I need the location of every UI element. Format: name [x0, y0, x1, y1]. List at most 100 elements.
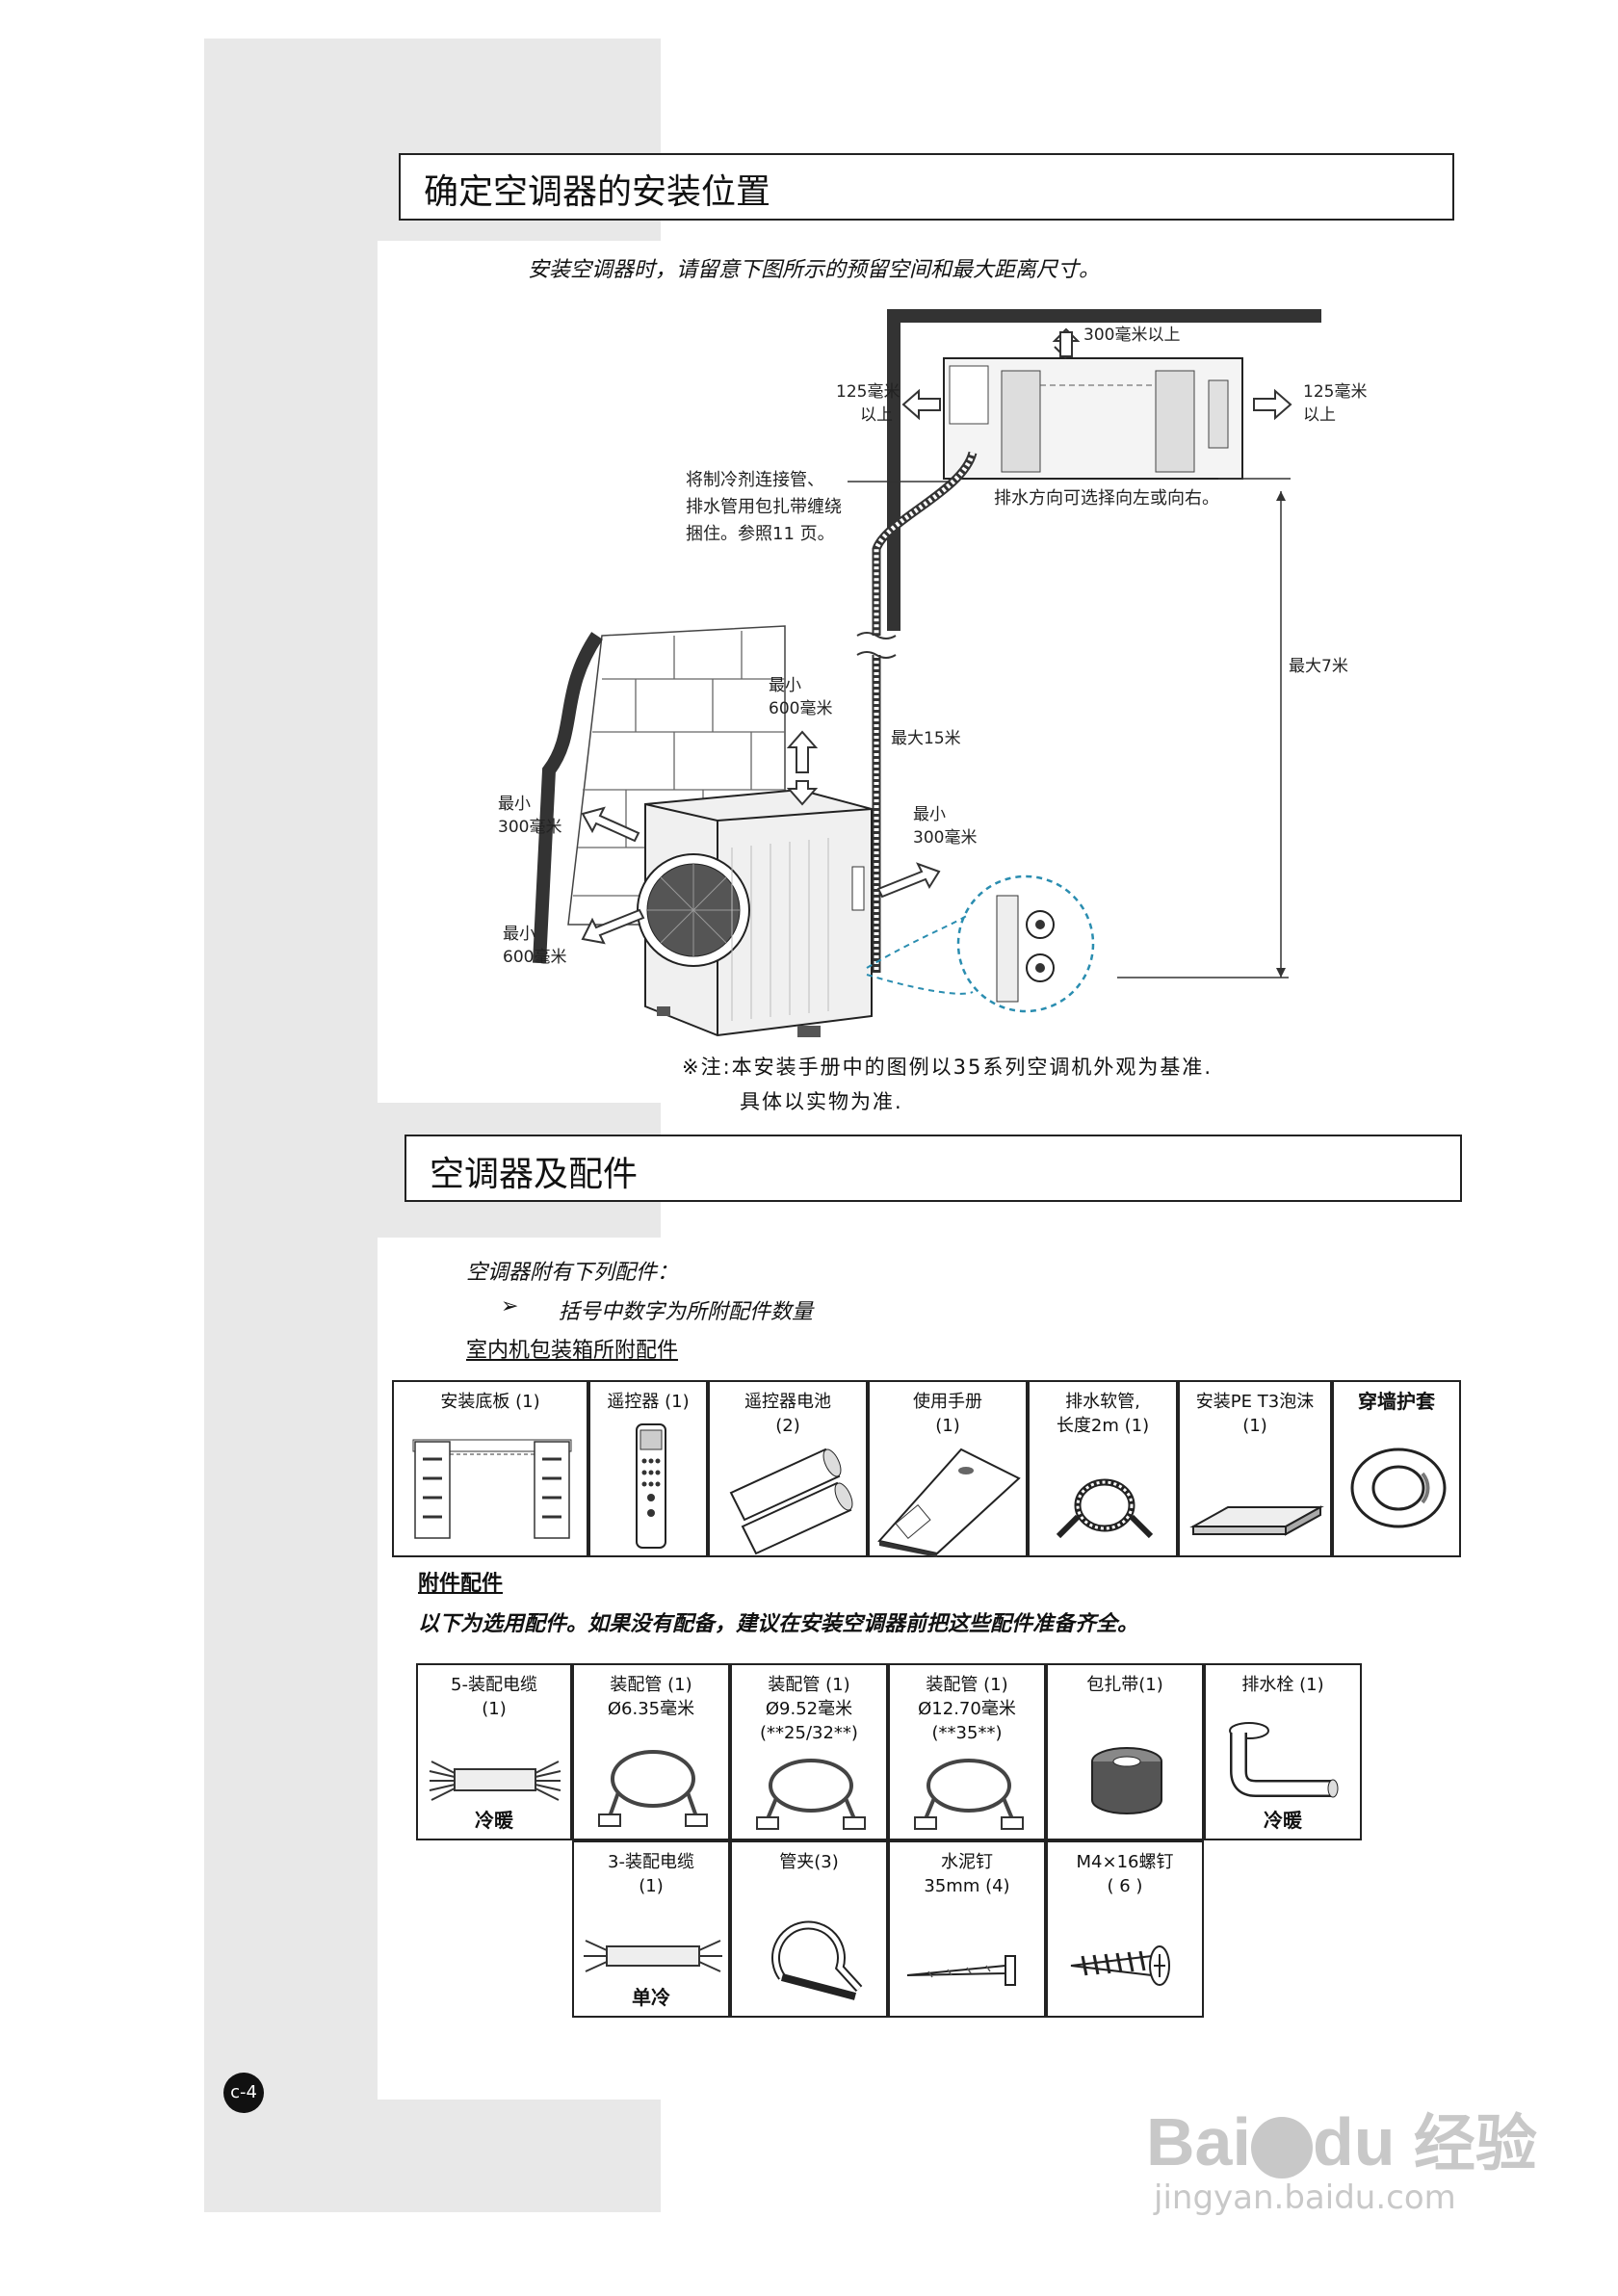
label-top-min-2: 600毫米: [769, 699, 833, 718]
watermark-url: jingyan.baidu.com: [1154, 2179, 1456, 2217]
paw-icon: [1250, 2116, 1313, 2179]
label-right-clearance-2: 以上: [1303, 405, 1336, 425]
mounting-plate-icon: [412, 1439, 572, 1539]
outdoor-unit: [637, 788, 873, 1037]
indoor-item-label: 安装底板 (1): [440, 1392, 540, 1412]
refrigerant-pipe: [872, 451, 978, 973]
optional-item-drain-plug: 排水栓 (1) 冷暖: [1204, 1663, 1362, 1840]
label-max-length: 最大15米: [891, 729, 961, 748]
optional-item-qty: (1): [482, 1699, 507, 1719]
optional-heading: 附件配件: [418, 1572, 504, 1596]
section1-note-1: ※注:本安装手册中的图例以35系列空调机外观为基准.: [682, 1056, 1214, 1079]
nail-icon: [906, 1955, 1016, 1986]
optional-item-pipe-635: 装配管 (1) Ø6.35毫米: [572, 1663, 730, 1840]
optional-item-pipe-1270: 装配管 (1) Ø12.70毫米 (**35**): [888, 1663, 1046, 1840]
optional-item-extra: (**25/32**): [760, 1723, 858, 1743]
optional-item-tag: 冷暖: [1264, 1809, 1302, 1832]
label-front-min-2: 600毫米: [503, 948, 567, 967]
optional-item-label: 水泥钉: [941, 1852, 993, 1872]
optional-item-concrete-nail: 水泥钉 35mm (4): [888, 1840, 1046, 2018]
optional-item-tape: 包扎带(1): [1046, 1663, 1204, 1840]
label-top-clearance: 300毫米以上: [1083, 326, 1181, 345]
optional-intro: 以下为选用配件。如果没有配备，建议在安装空调器前把这些配件准备齐全。: [418, 1612, 1139, 1636]
arrow-right: [1253, 388, 1292, 421]
gray-band-lower: [204, 1238, 378, 2212]
optional-item-qty: ( 6 ): [1107, 1876, 1143, 1896]
section2-header-box: [404, 1135, 1462, 1202]
indoor-item-label: 安装PE T3泡沫: [1195, 1392, 1315, 1412]
optional-item-extra: (**35**): [931, 1723, 1003, 1743]
optional-item-label: 5-装配电缆: [451, 1675, 537, 1695]
arrow-outdoor-left: [581, 806, 640, 843]
indoor-item-label: 排水软管,: [1065, 1392, 1140, 1412]
label-right-min-2: 300毫米: [913, 828, 978, 848]
label-right-clearance-1: 125毫米: [1303, 382, 1368, 402]
pipe-icon: [756, 1759, 866, 1830]
cable-icon: [584, 1940, 722, 1972]
optional-item-pipe-clamp: 管夹(3): [730, 1840, 888, 2018]
indoor-item-mounting-plate: 安装底板 (1): [392, 1380, 588, 1557]
drain-plug-icon: [1229, 1722, 1339, 1798]
pipe-icon: [598, 1750, 708, 1827]
optional-item-qty: Ø12.70毫米: [918, 1699, 1016, 1719]
optional-item-label: 3-装配电缆: [608, 1852, 694, 1872]
watermark-brand-du: du: [1312, 2104, 1396, 2179]
gray-band-left: [204, 39, 378, 1103]
indoor-item-batteries: 遥控器电池 (2): [708, 1380, 868, 1557]
optional-item-tag: 单冷: [632, 1986, 670, 2009]
battery-icon: [729, 1448, 853, 1555]
drain-hose-icon: [1056, 1478, 1154, 1539]
indoor-item-drain-hose: 排水软管, 长度2m (1): [1028, 1380, 1178, 1557]
optional-item-label: 装配管 (1): [610, 1675, 692, 1695]
indoor-unit: [943, 357, 1243, 480]
installation-diagram: [533, 309, 1321, 1037]
section1-intro: 安装空调器时，请留意下图所示的预留空间和最大距离尺寸。: [528, 258, 1101, 282]
label-left-min-1: 最小: [498, 795, 531, 814]
screw-icon: [1070, 1945, 1170, 1986]
valve-detail: [956, 874, 1095, 1013]
optional-item-pipe-952: 装配管 (1) Ø9.52毫米 (**25/32**): [730, 1663, 888, 1840]
optional-item-screw: M4×16螺钉 ( 6 ): [1046, 1840, 1204, 2018]
wall-sleeve-icon: [1350, 1448, 1447, 1528]
section2-intro-1: 空调器附有下列配件：: [466, 1261, 679, 1285]
label-wrap-note-3: 捆住。参照11 页。: [686, 524, 835, 544]
optional-item-label: 装配管 (1): [926, 1675, 1008, 1695]
section1-note-2: 具体以实物为准.: [740, 1090, 903, 1113]
arrow-left: [901, 388, 941, 421]
arrow-outdoor-top: [786, 730, 819, 773]
indoor-item-label: 遥控器电池: [744, 1392, 831, 1412]
label-left-min-2: 300毫米: [498, 818, 562, 837]
optional-item-label: M4×16螺钉: [1076, 1852, 1174, 1872]
label-drain-direction: 排水方向可选择向左或向右。: [994, 488, 1219, 509]
arrow-outdoor-front: [581, 908, 645, 945]
section2-title: 空调器及配件: [430, 1155, 639, 1194]
label-left-clearance-2: 以上: [860, 405, 893, 425]
indoor-item-remote: 遥控器 (1): [588, 1380, 708, 1557]
section1-title: 确定空调器的安装位置: [424, 172, 771, 212]
indoor-item-qty: (1): [1242, 1416, 1267, 1436]
pipe-icon: [914, 1759, 1024, 1830]
indoor-item-label: 遥控器 (1): [607, 1392, 690, 1412]
label-max-height: 最大7米: [1289, 657, 1348, 676]
optional-item-label: 管夹(3): [779, 1852, 839, 1872]
optional-item-qty: Ø9.52毫米: [765, 1699, 853, 1719]
watermark-brand-bai: Bai: [1146, 2104, 1251, 2179]
tape-icon: [1091, 1747, 1162, 1814]
watermark-cn: 经验: [1413, 2109, 1537, 2179]
optional-item-label: 排水栓 (1): [1241, 1675, 1324, 1695]
arrow-outdoor-right: [876, 862, 941, 899]
indoor-item-manual: 使用手册 (1): [868, 1380, 1028, 1557]
optional-item-tag: 冷暖: [475, 1809, 513, 1832]
label-wrap-note-1: 将制冷剂连接管、: [686, 470, 824, 490]
section2-intro-2: 括号中数字为所附配件数量: [559, 1300, 814, 1324]
label-right-min-1: 最小: [913, 805, 946, 824]
optional-item-5-cable: 5-装配电缆 (1) 冷暖: [416, 1663, 572, 1840]
optional-item-qty: (1): [639, 1876, 664, 1896]
label-top-min-1: 最小: [769, 676, 801, 695]
remote-icon: [636, 1423, 666, 1549]
indoor-item-wall-sleeve: 穿墙护套: [1332, 1380, 1461, 1557]
indoor-item-label: 使用手册: [913, 1392, 982, 1412]
optional-item-3-cable: 3-装配电缆 (1) 单冷: [572, 1840, 730, 2018]
indoor-item-label: 穿墙护套: [1358, 1390, 1435, 1413]
